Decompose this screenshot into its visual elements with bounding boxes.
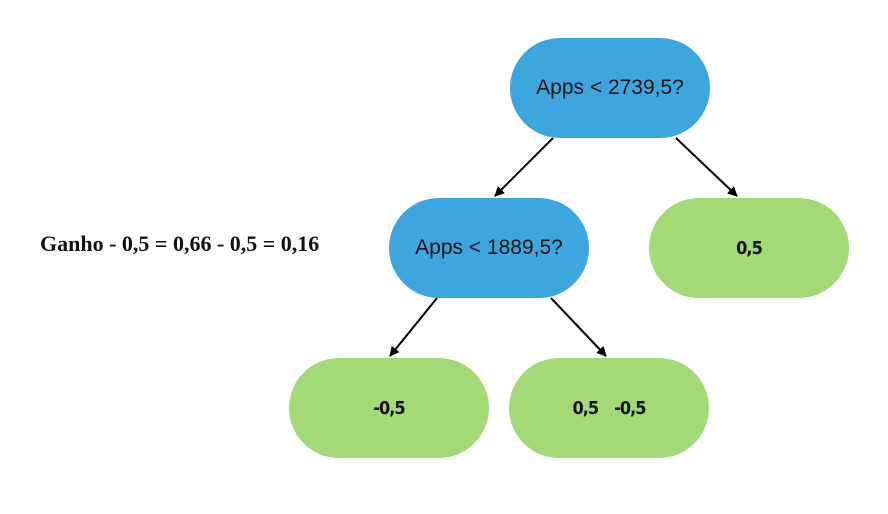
edge-root-to-right	[675, 137, 738, 197]
left-split-node-label: Apps < 1889,5?	[415, 236, 563, 259]
gain-annotation: Ganho - 0,5 = 0,66 - 0,5 = 0,16	[40, 231, 320, 256]
leaf-value: 0,5	[736, 237, 763, 259]
leaf-node-left-right: 0,5 -0,5	[509, 358, 709, 458]
edge-root-to-left	[494, 137, 554, 197]
root-node-label: Apps < 2739,5?	[536, 76, 684, 99]
leaf-node-right: 0,5	[649, 198, 849, 298]
leaf-value: 0,5	[572, 397, 599, 419]
edge-left-to-leftleft	[389, 297, 438, 357]
leaf-value: -0,5	[373, 397, 405, 419]
leaf-value: -0,5	[614, 397, 646, 419]
left-split-node: Apps < 1889,5?	[389, 198, 589, 298]
root-node: Apps < 2739,5?	[510, 38, 710, 138]
edge-left-to-leftright	[550, 297, 607, 357]
leaf-node-left-left: -0,5	[289, 358, 489, 458]
